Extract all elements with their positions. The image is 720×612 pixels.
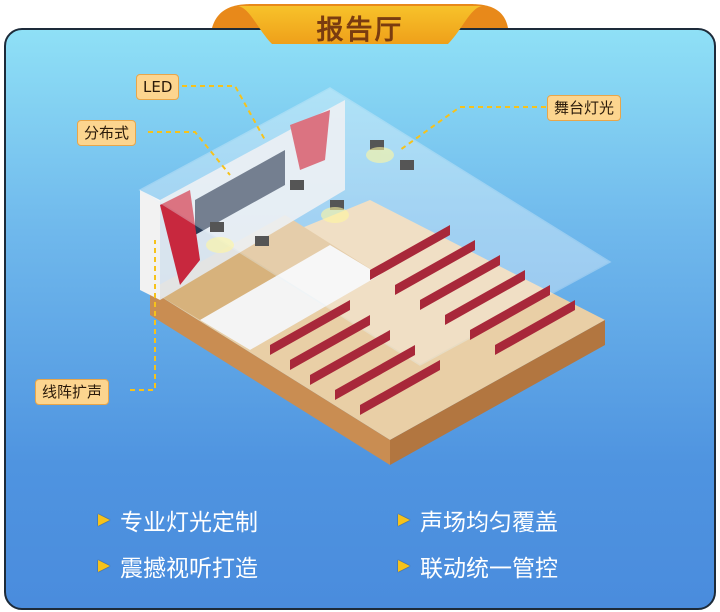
feature-item: 专业灯光定制 <box>98 503 258 537</box>
seat-rows <box>270 225 575 415</box>
feature-item: 声场均匀覆盖 <box>398 503 558 537</box>
callout-line-array: 线阵扩声 <box>35 379 110 405</box>
arrow-bullet-icon <box>98 560 110 572</box>
page-title: 报告厅 <box>316 15 404 46</box>
curtain-left <box>160 190 200 285</box>
callout-distributed: 分布式 <box>77 120 137 146</box>
title-ribbon <box>212 4 508 44</box>
arrow-bullet-icon <box>398 514 410 526</box>
curtain-right <box>290 110 330 170</box>
arrow-bullet-icon <box>398 560 410 572</box>
feature-item: 联动统一管控 <box>398 549 558 583</box>
feature-item: 震撼视听打造 <box>98 549 258 583</box>
callout-led: LED <box>136 74 180 100</box>
callout-stage-lighting: 舞台灯光 <box>547 95 622 121</box>
arrow-bullet-icon <box>98 514 110 526</box>
